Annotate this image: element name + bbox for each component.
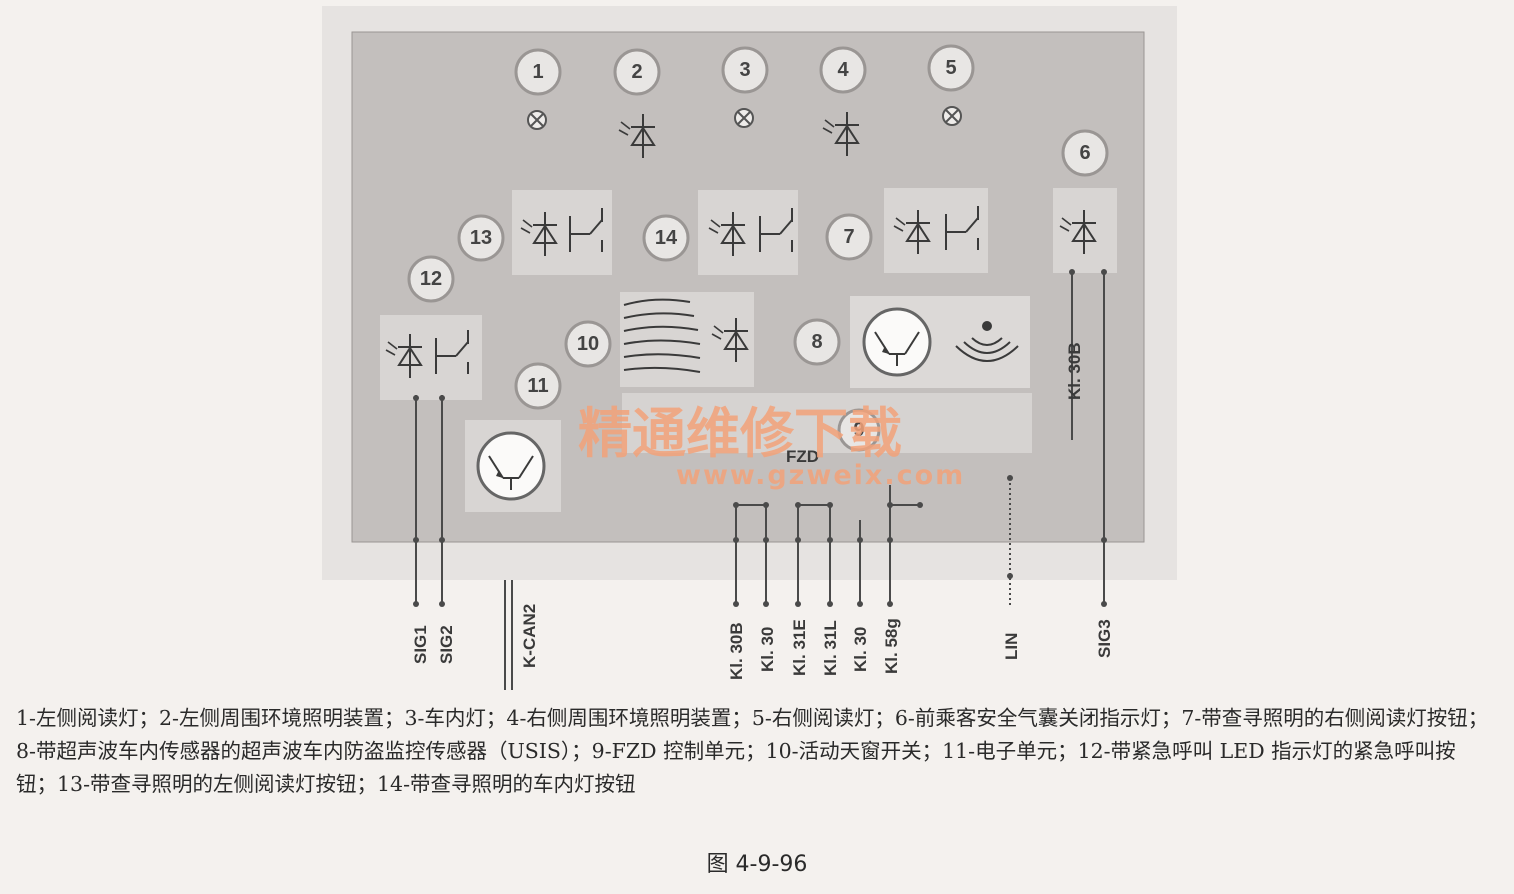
- component-6-marker: 6: [1061, 129, 1109, 177]
- component-11-number: 11: [527, 375, 548, 397]
- component-5-marker: 5: [927, 44, 975, 92]
- component-2-number: 2: [631, 61, 642, 83]
- wire-label-kl31e: Kl. 31E: [790, 619, 809, 676]
- component-4-number: 4: [837, 59, 849, 81]
- figure-number: 图 4-9-96: [706, 852, 808, 877]
- sunroof-wave-icon: [623, 298, 701, 373]
- ultrasonic-wave-icon: [955, 321, 1019, 362]
- wire-label-kl31l: Kl. 31L: [821, 620, 840, 676]
- watermark-text: 精通维修下载: [578, 401, 902, 465]
- component-6-number: 6: [1079, 142, 1090, 164]
- wire-label-sig2: SIG2: [437, 625, 456, 664]
- component-14-number: 14: [655, 227, 678, 249]
- component-13-marker: 13: [457, 214, 505, 262]
- component-5-number: 5: [945, 57, 956, 79]
- wire-label-kl30-b: Kl. 30: [851, 627, 870, 672]
- wiring-diagram: 1 2 3 4 5 6 7 8 9 10 11 12: [322, 6, 1177, 690]
- component-4-marker: 4: [819, 46, 867, 94]
- wire-label-kl30-a: Kl. 30: [758, 627, 777, 672]
- box-10: [620, 292, 754, 387]
- lamp-icon-5: [942, 106, 962, 126]
- box-14: [698, 190, 798, 275]
- component-3-marker: 3: [721, 46, 769, 94]
- component-9-marker: 9: [837, 408, 881, 452]
- component-1-marker: 1: [514, 48, 562, 96]
- watermark-url: www.gzweix.com: [676, 460, 965, 491]
- component-2-marker: 2: [613, 48, 661, 96]
- component-7-marker: 7: [825, 213, 873, 261]
- wire-label-sig3: SIG3: [1095, 619, 1114, 658]
- component-10-number: 10: [577, 333, 599, 355]
- box-9: [622, 393, 1032, 453]
- ultrasonic-transistor-icon: [862, 307, 932, 377]
- wire-label-sig1: SIG1: [411, 625, 430, 664]
- component-11-marker: 11: [514, 362, 562, 410]
- wire-label-kl58g: Kl. 58g: [882, 618, 901, 674]
- figure-caption: 1-左侧阅读灯；2-左侧周围环境照明装置；3-车内灯；4-右侧周围环境照明装置；…: [16, 706, 1489, 796]
- component-8-number: 8: [811, 331, 822, 353]
- component-1-number: 1: [532, 61, 543, 83]
- box-7: [884, 188, 988, 273]
- component-12-number: 12: [420, 268, 442, 290]
- component-7-number: 7: [843, 226, 854, 248]
- wire-label-kl30b: Kl. 30B: [727, 622, 746, 680]
- wire-label-k-can2: K-CAN2: [520, 604, 539, 668]
- wires: [415, 272, 1105, 690]
- component-13-number: 13: [470, 227, 492, 249]
- kl30b-inner-label: Kl. 30B: [1065, 342, 1084, 400]
- component-9-number: 9: [853, 419, 864, 441]
- component-10-marker: 10: [564, 320, 612, 368]
- component-3-number: 3: [739, 59, 750, 81]
- wire-nodes: [413, 269, 1107, 607]
- box-12: [380, 315, 482, 400]
- fzd-label: FZD: [786, 447, 819, 466]
- electronic-unit-transistor-icon: [476, 431, 546, 501]
- wire-label-lin: LIN: [1002, 633, 1021, 660]
- component-8-marker: 8: [793, 318, 841, 366]
- component-12-marker: 12: [407, 255, 455, 303]
- lamp-icon-1: [527, 110, 547, 130]
- lamp-icon-3: [734, 108, 754, 128]
- component-14-marker: 14: [642, 214, 690, 262]
- box-13: [512, 190, 612, 275]
